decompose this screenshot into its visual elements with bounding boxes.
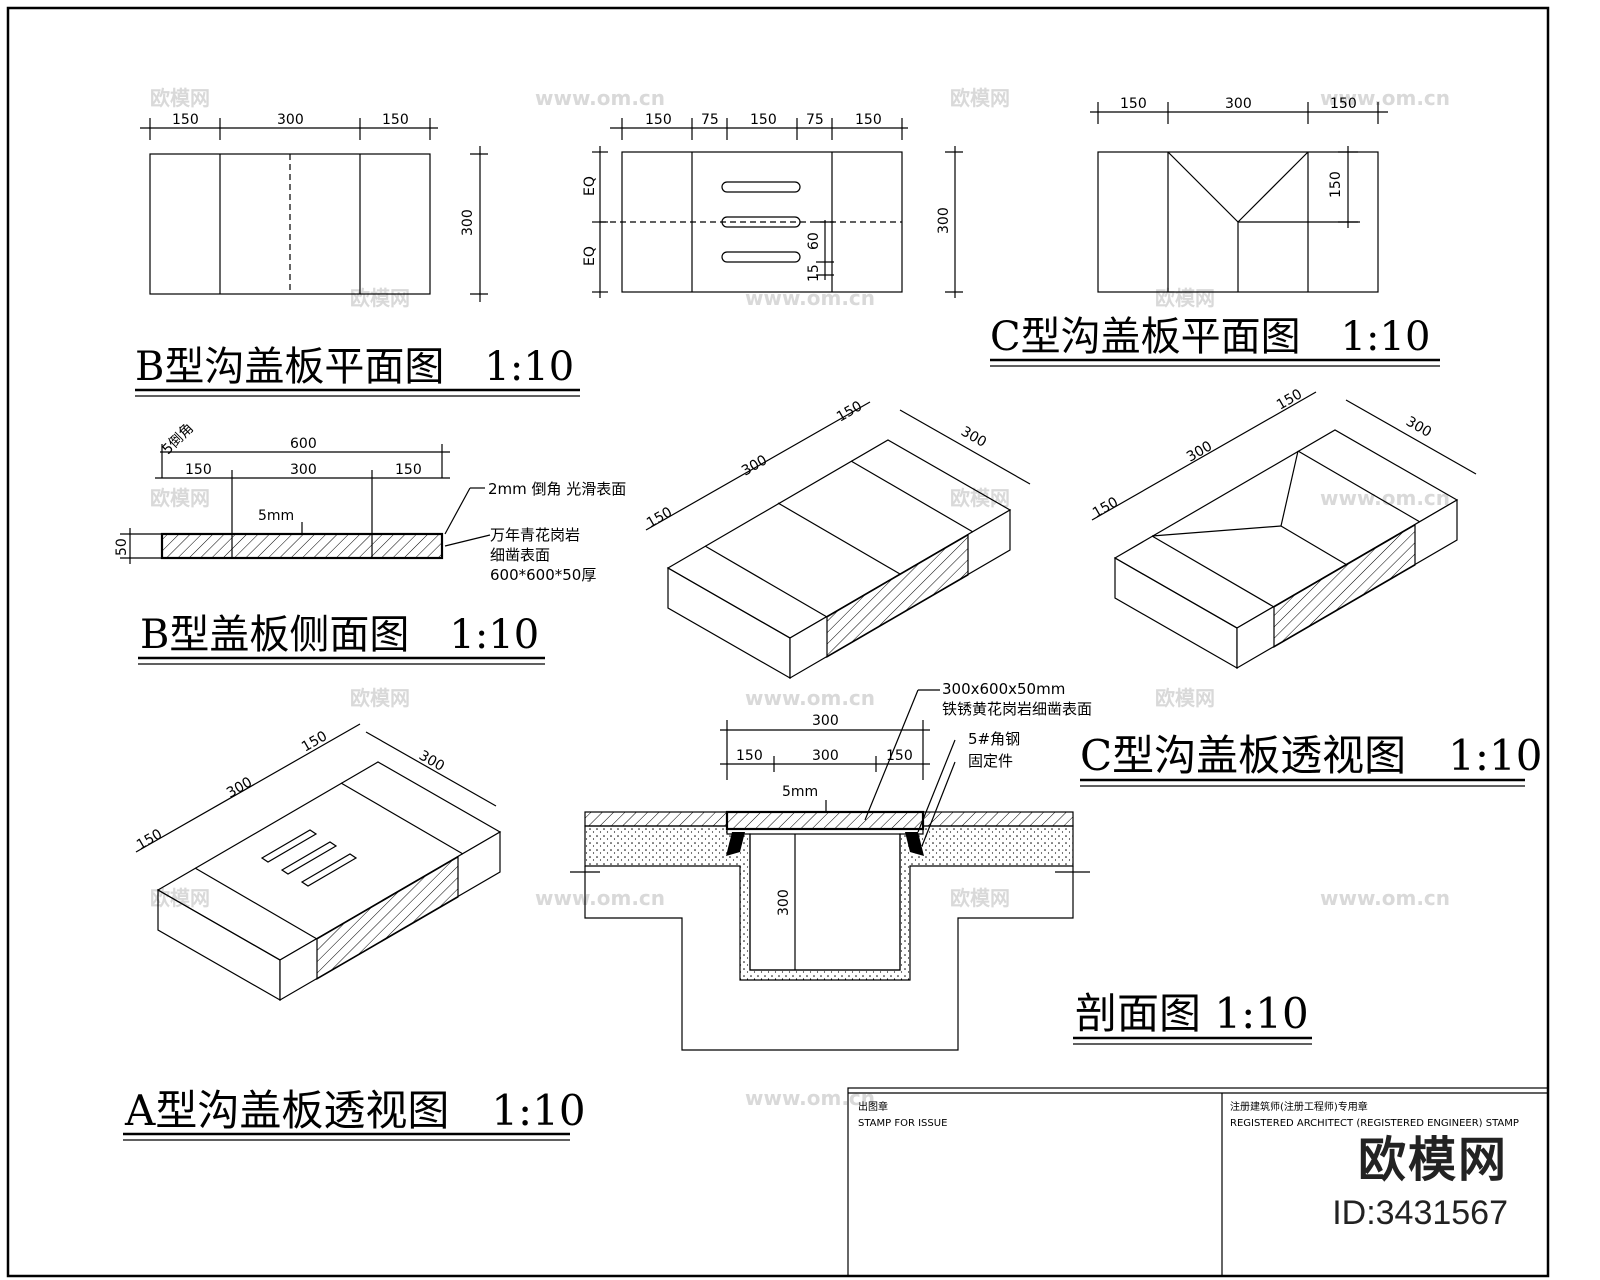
b-perspective-view: 150 300 150 300 (644, 398, 1031, 680)
dim-label: 150 (299, 728, 330, 755)
dim-label: 5mm (258, 508, 294, 524)
dim-label: 600 (290, 436, 317, 452)
dim-label: 150 (1328, 171, 1344, 198)
watermark-text: 欧模网 (150, 886, 210, 910)
dim-label: 150 (1330, 96, 1357, 112)
dim-label: 75 (701, 112, 719, 128)
dim-label: 300 (416, 748, 447, 775)
watermark-text: 欧模网 (950, 86, 1010, 110)
title-a-perspective: A型沟盖板透视图 1:10 (124, 1086, 586, 1135)
dim-label: 75 (806, 112, 824, 128)
dim-label: 150 (736, 748, 763, 764)
dim-label: 300 (936, 207, 952, 234)
dim-label: 300 (290, 462, 317, 478)
dim-label: 300 (1184, 438, 1215, 465)
dim-label: 150 (382, 112, 409, 128)
title-section: 剖面图 1:10 (1075, 989, 1309, 1038)
dim-label: EQ (582, 176, 598, 196)
dim-label: 5mm (782, 784, 818, 800)
watermark-text: 欧模网 (1155, 686, 1215, 710)
section-view: 300 150 300 150 5mm 300 300x600x50mm 铁锈黄… (570, 680, 1312, 1051)
b-side-view: 5倒角 600 150 300 150 5mm 50 2mm 倒角 光滑表面 万… (114, 420, 626, 665)
watermark-url: www.om.cn (745, 686, 875, 710)
dim-label: 150 (1090, 494, 1121, 521)
watermark-url: www.om.cn (745, 1086, 875, 1110)
watermark-url: www.om.cn (1320, 86, 1450, 110)
dim-label: 150 (172, 112, 199, 128)
title-b-plan: B型沟盖板平面图 1:10 (135, 344, 574, 390)
watermark-url: www.om.cn (1320, 486, 1450, 510)
brand-name: 欧模网 (1357, 1134, 1508, 1187)
dim-label: 150 (395, 462, 422, 478)
watermark-url: www.om.cn (745, 286, 875, 310)
brand-id: ID:3431567 (1332, 1194, 1508, 1232)
dim-label: 60 (806, 232, 822, 250)
watermarks: 欧模网 www.om.cn 欧模网 www.om.cn 欧模网 www.om.c… (150, 86, 1450, 1110)
stamp-reg-cn: 注册建筑师(注册工程师)专用章 (1230, 1100, 1368, 1113)
watermark-text: 欧模网 (950, 886, 1010, 910)
sheet-border (6, 6, 1550, 1278)
dim-label: 300 (812, 748, 839, 764)
a-plan-view: 150 75 150 75 150 EQ EQ 60 15 300 (582, 112, 963, 298)
note-granite: 万年青花岗岩 (490, 526, 580, 544)
watermark-text: 欧模网 (1155, 286, 1215, 310)
dim-label: 150 (645, 112, 672, 128)
stamp-block: 出图章 STAMP FOR ISSUE 注册建筑师(注册工程师)专用章 REGI… (847, 1087, 1549, 1277)
dim-label: 150 (886, 748, 913, 764)
watermark-text: 欧模网 (350, 286, 410, 310)
dim-label: 300 (739, 452, 770, 479)
dim-label: 300 (460, 209, 476, 236)
watermark-url: www.om.cn (535, 86, 665, 110)
dim-label: 300 (1403, 414, 1434, 441)
dim-label: 150 (750, 112, 777, 128)
c-perspective-view: 150 300 150 300 C型沟盖板透视图 1:10 (1080, 386, 1542, 787)
note-granite: 细凿表面 (490, 546, 550, 564)
note-section: 300x600x50mm (942, 680, 1065, 698)
note-granite: 600*600*50厚 (490, 566, 596, 584)
watermark-text: 欧模网 (150, 486, 210, 510)
stamp-issue-cn: 出图章 (858, 1100, 888, 1113)
dim-label: 50 (114, 538, 130, 556)
watermark-text: 欧模网 (350, 686, 410, 710)
dim-label: EQ (582, 246, 598, 266)
dim-label: 150 (185, 462, 212, 478)
dim-label: 150 (855, 112, 882, 128)
note-chamfer: 2mm 倒角 光滑表面 (488, 480, 626, 498)
note-section: 铁锈黄花岗岩细凿表面 (942, 700, 1092, 718)
c-plan-view: 150 300 150 150 C型沟盖板平面图 1:10 (990, 96, 1440, 367)
dim-label: 300 (776, 889, 792, 916)
note-section: 固定件 (968, 752, 1013, 770)
watermark-text: 欧模网 (950, 486, 1010, 510)
a-perspective-view: 150 300 150 300 A型沟盖板透视图 1:10 (123, 723, 586, 1141)
title-b-side: B型盖板侧面图 1:10 (140, 612, 539, 658)
b-plan-view: 150 300 150 300 B型沟盖板平面图 1:10 (135, 112, 580, 397)
dim-label: 150 (1274, 386, 1305, 413)
dim-label: 300 (812, 713, 839, 729)
title-c-plan: C型沟盖板平面图 1:10 (990, 314, 1430, 360)
dim-label: 150 (1120, 96, 1147, 112)
watermark-text: 欧模网 (150, 86, 210, 110)
title-c-perspective: C型沟盖板透视图 1:10 (1080, 731, 1542, 780)
dim-label: 300 (958, 424, 989, 451)
watermark-url: www.om.cn (1320, 886, 1450, 910)
brand-mark: 欧模网 ID:3431567 (1332, 1120, 1508, 1233)
dim-label: 300 (1225, 96, 1252, 112)
note-section: 5#角钢 (968, 730, 1020, 748)
dim-label: 300 (277, 112, 304, 128)
dim-label: 150 (834, 398, 865, 425)
dim-label: 15 (806, 264, 822, 282)
watermark-url: www.om.cn (535, 886, 665, 910)
dim-label: 150 (644, 504, 675, 531)
dim-label: 150 (134, 826, 165, 853)
dim-label: 300 (224, 774, 255, 801)
stamp-issue-en: STAMP FOR ISSUE (858, 1118, 947, 1129)
stamp-reg-en: REGISTERED ARCHITECT (REGISTERED ENGINEE… (1230, 1118, 1519, 1129)
